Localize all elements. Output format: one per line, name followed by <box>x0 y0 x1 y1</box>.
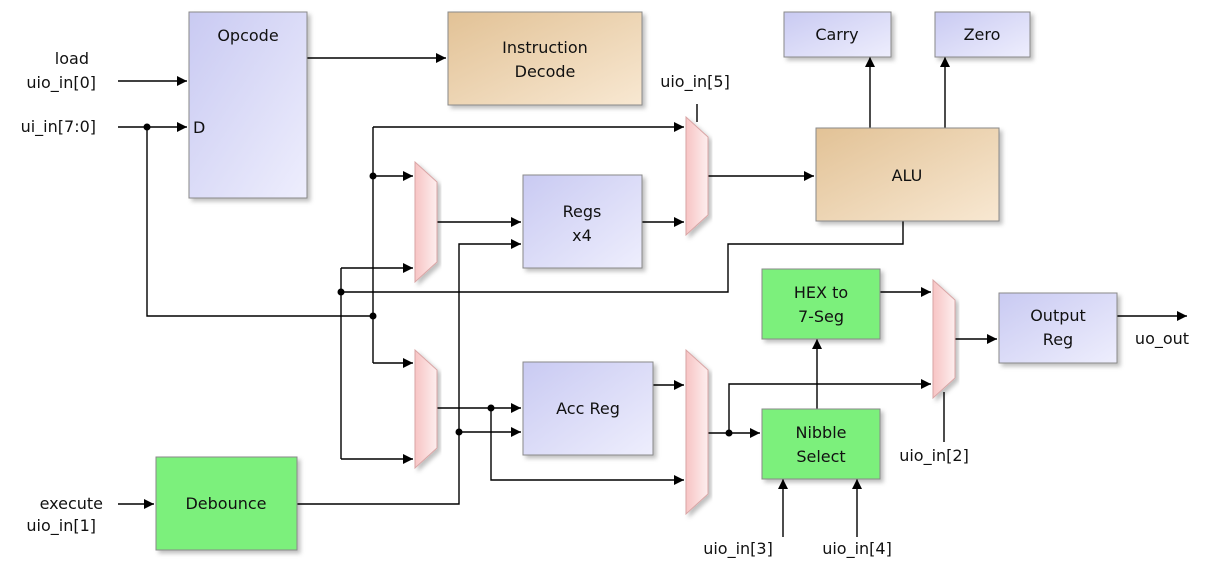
uio-in-4-label: uio_in[4] <box>822 539 892 559</box>
acc-input-mux <box>414 348 438 470</box>
opcode-block: Opcode D <box>188 11 308 199</box>
regs-line1: Regs <box>563 202 602 221</box>
carry-label: Carry <box>815 25 858 44</box>
wires <box>118 53 1187 537</box>
junction-dot <box>725 429 733 437</box>
output-mux <box>932 278 956 400</box>
acc-reg-block: Acc Reg <box>522 361 654 456</box>
zero-label: Zero <box>964 25 1001 44</box>
junction-dot <box>143 123 151 131</box>
output-reg-line1: Output <box>1030 306 1086 325</box>
regs-block: Regs x4 <box>522 174 643 269</box>
junction-dot <box>369 312 377 320</box>
junction-dot <box>455 428 463 436</box>
opcode-d-pin-label: D <box>193 118 205 137</box>
output-reg-block: Output Reg <box>998 292 1118 364</box>
uio-in-0-label: uio_in[0] <box>26 73 96 93</box>
nibble-select-block: Nibble Select <box>761 408 881 480</box>
instruction-decode-block: Instruction Decode <box>447 11 643 106</box>
junction-dots <box>143 123 733 437</box>
hex-to-7seg-line2: 7-Seg <box>798 307 844 326</box>
load-label: load <box>55 49 89 68</box>
hex-to-7seg-block: HEX to 7-Seg <box>761 268 881 340</box>
junction-dot <box>337 288 345 296</box>
multiplexers <box>414 115 956 516</box>
alu-label: ALU <box>892 166 923 185</box>
regs-line2: x4 <box>572 226 592 245</box>
uo-out-label: uo_out <box>1135 329 1189 349</box>
regs-input-mux <box>414 160 438 284</box>
signal-labels: load uio_in[0] ui_in[7:0] uio_in[5] exec… <box>21 49 1189 559</box>
ui-in-label: ui_in[7:0] <box>21 117 96 137</box>
junction-dot <box>369 172 377 180</box>
uio-in-2-label: uio_in[2] <box>899 446 969 466</box>
uio-in-5-label: uio_in[5] <box>660 72 730 92</box>
execute-label: execute <box>40 494 103 513</box>
instruction-decode-line1: Instruction <box>502 38 588 57</box>
debounce-label: Debounce <box>185 494 266 513</box>
alu-block: ALU <box>815 127 1000 222</box>
carry-block: Carry <box>783 11 892 58</box>
opcode-label: Opcode <box>217 26 278 45</box>
nibble-input-mux <box>685 348 709 516</box>
nibble-select-line2: Select <box>796 447 845 466</box>
acc-reg-label: Acc Reg <box>556 399 620 418</box>
debounce-block: Debounce <box>155 456 298 551</box>
hex-to-7seg-line1: HEX to <box>794 283 848 302</box>
uio-in-3-label: uio_in[3] <box>703 539 773 559</box>
alu-input-mux <box>685 115 709 237</box>
zero-block: Zero <box>934 11 1031 58</box>
nibble-select-line1: Nibble <box>795 423 846 442</box>
uio-in-1-label: uio_in[1] <box>26 516 96 536</box>
instruction-decode-line2: Decode <box>515 62 576 81</box>
output-reg-line2: Reg <box>1043 330 1073 349</box>
junction-dot <box>487 404 495 412</box>
